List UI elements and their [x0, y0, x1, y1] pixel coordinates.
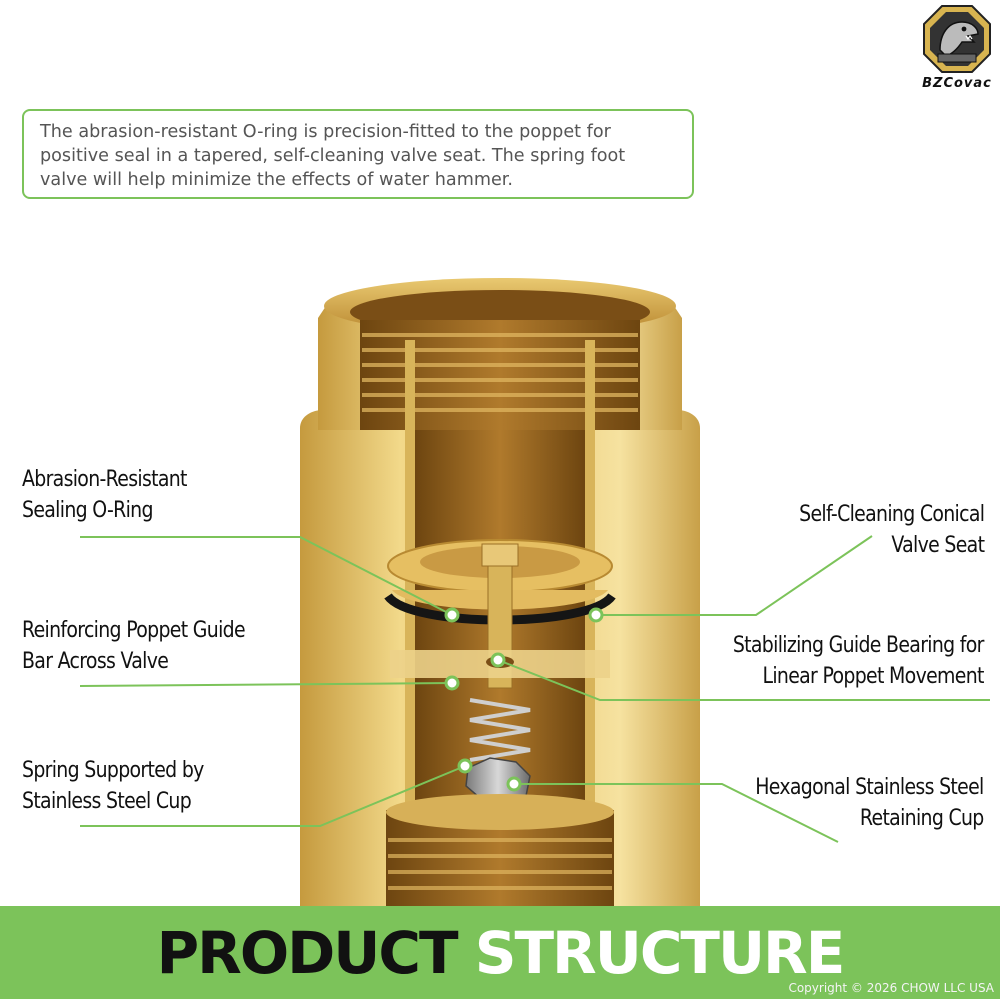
banner-word-product: PRODUCT — [156, 919, 459, 987]
dinosaur-mascot-icon — [923, 5, 991, 73]
top-threads — [360, 320, 640, 430]
spring — [469, 698, 531, 762]
callout-leader-lines — [79, 535, 990, 843]
callout-markers — [444, 607, 604, 792]
callout-spring: Spring Supported by Stainless Steel Cup — [22, 758, 204, 814]
banner-word-structure: STRUCTURE — [474, 919, 846, 987]
callout-retaining-cup: Hexagonal Stainless Steel Retaining Cup — [755, 775, 985, 831]
callout-valve-seat: Self-Cleaning Conical Valve Seat — [798, 502, 985, 558]
callout-guide-bearing: Stabilizing Guide Bearing for Linear Pop… — [733, 633, 985, 689]
product-structure-banner: PRODUCT STRUCTURE Copyright © 2026 CHOW … — [0, 906, 1000, 999]
callout-o-ring: Abrasion-Resistant Sealing O-Ring — [22, 467, 187, 523]
brand-logo: BZCovac — [918, 4, 996, 96]
brand-name: BZCovac — [922, 76, 992, 91]
copyright-text: Copyright © 2026 CHOW LLC USA — [788, 981, 994, 995]
banner-title: PRODUCT STRUCTURE — [0, 918, 1000, 988]
description-box: The abrasion-resistant O-ring is precisi… — [22, 109, 694, 199]
description-text: The abrasion-resistant O-ring is precisi… — [40, 122, 626, 190]
callout-guide-bar: Reinforcing Poppet Guide Bar Across Valv… — [22, 618, 246, 674]
bottom-threads — [386, 794, 614, 906]
